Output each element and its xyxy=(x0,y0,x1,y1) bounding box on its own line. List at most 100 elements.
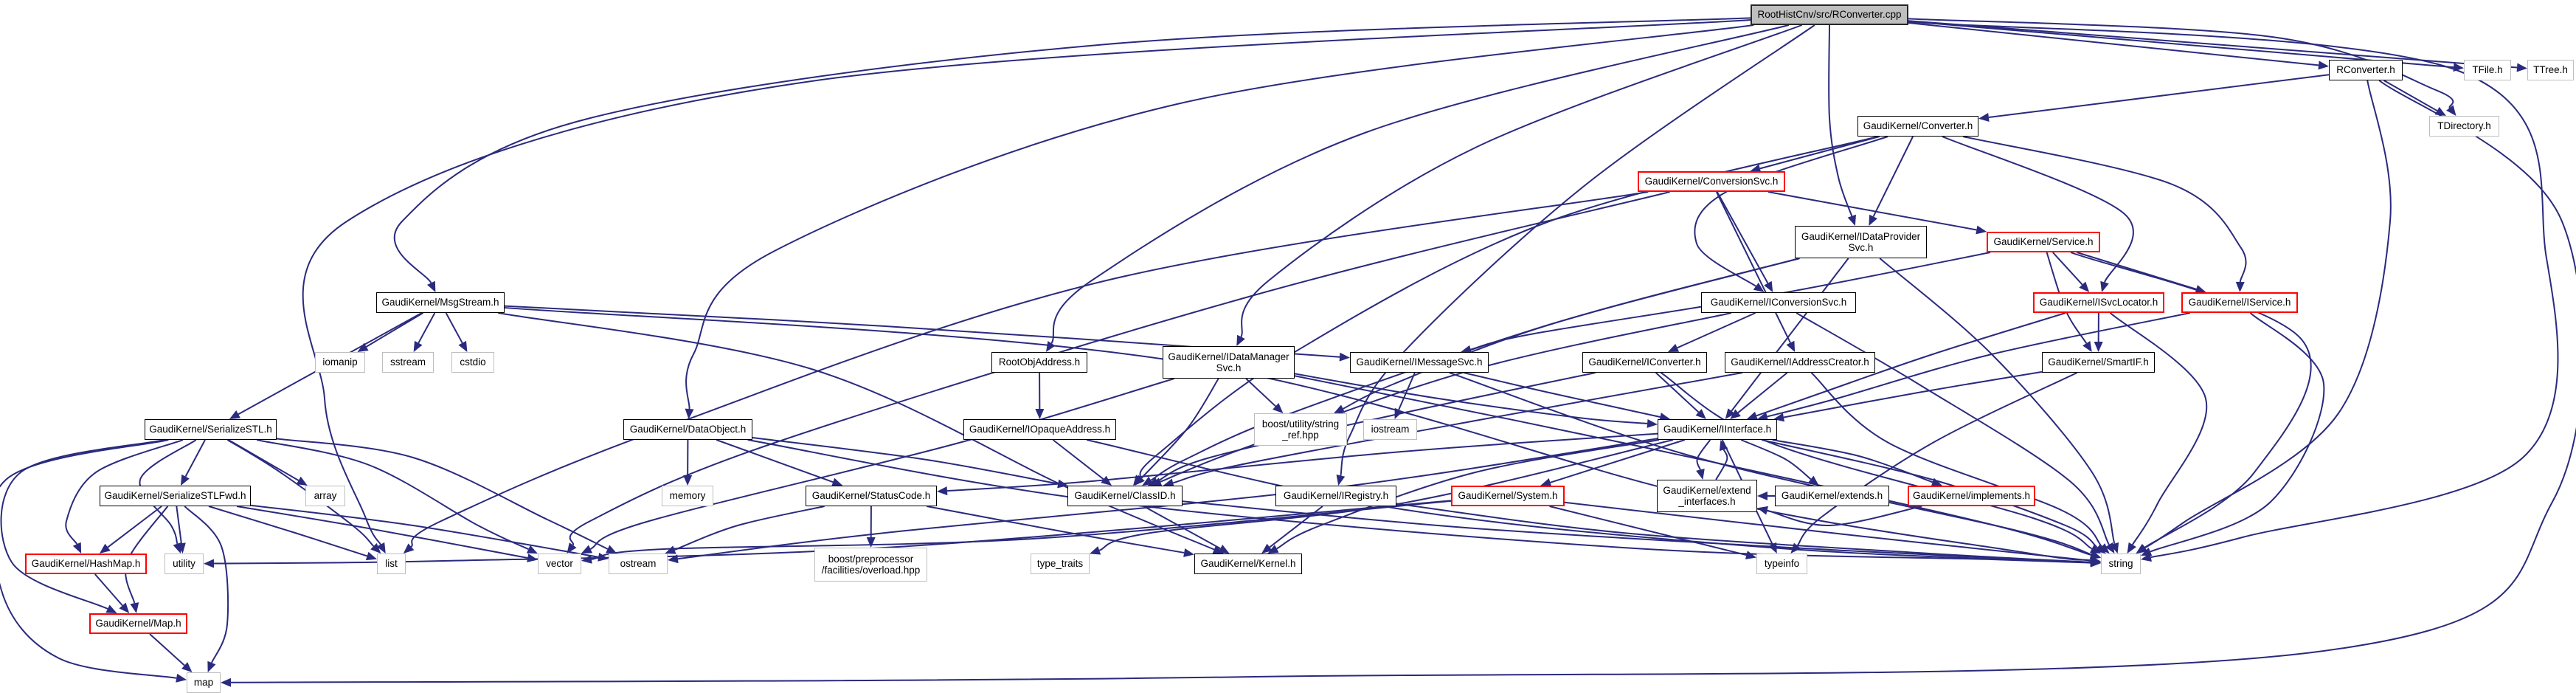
node-statuscode[interactable]: GaudiKernel/StatusCode.h xyxy=(806,486,937,506)
edge-iregistry-string xyxy=(1396,503,2091,563)
arrowhead-rootobjaddress-iopaqueaddress xyxy=(1035,408,1045,419)
arrowhead-iaddresscreator-iinterface xyxy=(1730,409,1741,419)
arrowhead-extendinterfaces-iinterface xyxy=(1719,440,1728,452)
edge-iconverter-string xyxy=(1660,372,2093,550)
node-iconverter[interactable]: GaudiKernel/IConverter.h xyxy=(1582,352,1707,373)
arrowhead-service-string xyxy=(2136,544,2147,554)
arrowhead-rconverter-converter xyxy=(1978,113,1990,122)
node-kernel[interactable]: GaudiKernel/Kernel.h xyxy=(1194,554,1302,574)
node-map: map xyxy=(187,672,221,693)
node-idatamanagersvc[interactable]: GaudiKernel/IDataManager Svc.h xyxy=(1163,346,1295,379)
arrowhead-converter-idataprovidersvc xyxy=(1869,214,1877,226)
node-hashmap[interactable]: GaudiKernel/HashMap.h xyxy=(25,554,147,574)
edge-implements-extendinterfaces xyxy=(1767,506,1922,527)
arrowhead-serializestl-vector xyxy=(526,545,538,554)
arrowhead-converter-isvclocator xyxy=(2100,280,2109,292)
node-iservice[interactable]: GaudiKernel/IService.h xyxy=(2181,292,2298,313)
node-implements[interactable]: GaudiKernel/implements.h xyxy=(1908,486,2035,506)
node-iaddresscreator[interactable]: GaudiKernel/IAddressCreator.h xyxy=(1725,352,1875,373)
edge-conversionsvc-vector xyxy=(569,191,1670,546)
edge-serializestl-ostream xyxy=(276,438,609,550)
edge-imessagesvc-string xyxy=(1449,372,2091,556)
node-extends[interactable]: GaudiKernel/extends.h xyxy=(1775,486,1889,506)
node-stringref: boost/utility/string _ref.hpp xyxy=(1254,413,1347,446)
arrowhead-conversionsvc-vector xyxy=(567,542,577,554)
node-smartif[interactable]: GaudiKernel/SmartIF.h xyxy=(2042,352,2155,373)
arrowhead-idataprovidersvc-iinterface xyxy=(1725,408,1735,419)
node-rootobjaddress[interactable]: RootObjAddress.h xyxy=(991,352,1087,373)
node-extendinterfaces[interactable]: GaudiKernel/extend _interfaces.h xyxy=(1657,480,1757,512)
node-iinterface[interactable]: GaudiKernel/IInterface.h xyxy=(1658,419,1777,440)
arrowhead-conversionsvc-service xyxy=(1976,225,1987,235)
node-isvclocator[interactable]: GaudiKernel/ISvcLocator.h xyxy=(2033,292,2164,313)
node-string: string xyxy=(2101,554,2141,574)
arrowhead-serializestlfwd-utility xyxy=(176,542,186,554)
node-idataprovidersvc[interactable]: GaudiKernel/IDataProvider Svc.h xyxy=(1795,226,1927,258)
arrowhead-serializestlfwd-map xyxy=(207,661,216,672)
arrowhead-service-smartif xyxy=(2082,340,2092,352)
arrowhead-cpp-dataobject xyxy=(685,408,694,419)
node-serializestlfwd[interactable]: GaudiKernel/SerializeSTLFwd.h xyxy=(100,486,251,506)
node-cpp: RootHistCnv/src/RConverter.cpp xyxy=(1751,4,1908,25)
arrowhead-idatamanagersvc-stringref xyxy=(1273,403,1284,413)
edge-idataprovidersvc-stringref xyxy=(1343,258,1800,410)
arrowhead-isvclocator-string xyxy=(2127,542,2136,554)
arrowhead-idataprovidersvc-stringref xyxy=(1334,404,1346,413)
arrowhead-statuscode-ostream xyxy=(665,545,676,554)
edge-dataobject-statuscode xyxy=(716,439,834,483)
edge-rconverter-map xyxy=(230,80,2576,683)
arrowhead-iconversionsvc-string xyxy=(2105,542,2115,554)
edge-cpp-dataobject xyxy=(685,24,1754,410)
edge-converter-idataprovidersvc xyxy=(1872,136,1914,217)
edge-iconversionsvc-classid xyxy=(1160,312,1732,483)
node-typetraits: type_traits xyxy=(1031,554,1090,574)
arrowhead-converter-iconversionsvc xyxy=(1753,282,1765,292)
arrowhead-cpp-idatamanagersvc xyxy=(1236,334,1245,346)
node-iopaqueaddress[interactable]: GaudiKernel/IOpaqueAddress.h xyxy=(963,419,1116,440)
edge-iaddresscreator-iinterface xyxy=(1737,372,1788,413)
arrowhead-idatamanagersvc-classid xyxy=(1134,475,1145,486)
edge-system-utility xyxy=(213,500,1452,565)
arrowhead-rconverter-tdirectory xyxy=(2434,106,2446,116)
node-utility: utility xyxy=(165,554,204,574)
edge-statuscode-ostream xyxy=(674,506,825,551)
node-rconverter[interactable]: RConverter.h xyxy=(2329,60,2403,80)
arrowhead-serializestlfwd-vector xyxy=(527,554,538,562)
node-service[interactable]: GaudiKernel/Service.h xyxy=(1987,232,2100,252)
node-iregistry[interactable]: GaudiKernel/IRegistry.h xyxy=(1275,486,1396,506)
edge-hashmap-map_h xyxy=(94,573,123,607)
arrowhead-serializestlfwd-ostream xyxy=(598,552,609,562)
edge-msgstream-cstdio xyxy=(445,312,463,344)
edge-iconversionsvc-string xyxy=(1796,312,2110,545)
edge-serializestl-serializestlfwd xyxy=(184,439,206,477)
edge-iservice-iinterface xyxy=(1767,312,2191,418)
node-conversionsvc[interactable]: GaudiKernel/ConversionSvc.h xyxy=(1638,171,1785,192)
node-iomanip: iomanip xyxy=(315,352,365,373)
edge-imessagesvc-iinterface xyxy=(1463,372,1661,418)
node-serializestl[interactable]: GaudiKernel/SerializeSTL.h xyxy=(145,419,277,440)
node-system[interactable]: GaudiKernel/System.h xyxy=(1451,486,1565,506)
arrowhead-serializestl-map_h xyxy=(105,604,117,613)
arrowhead-classid-kernel xyxy=(1218,544,1230,554)
node-tfile: TFile.h xyxy=(2464,60,2511,80)
arrowhead-cpp-tdirectory xyxy=(2446,105,2456,116)
arrowhead-iaddresscreator-string xyxy=(2099,543,2110,554)
edge-msgstream-string xyxy=(504,306,2091,562)
edge-smartif-typeinfo xyxy=(1796,372,2078,546)
node-imessagesvc[interactable]: GaudiKernel/IMessageSvc.h xyxy=(1350,352,1489,373)
arrowhead-iinterface-typetraits xyxy=(1090,546,1101,555)
node-msgstream[interactable]: GaudiKernel/MsgStream.h xyxy=(376,292,505,313)
edge-cpp-idataprovidersvc xyxy=(1828,24,1853,217)
node-iconversionsvc[interactable]: GaudiKernel/IConversionSvc.h xyxy=(1701,292,1856,313)
arrowhead-converter-iservice xyxy=(2235,281,2245,292)
node-classid[interactable]: GaudiKernel/ClassID.h xyxy=(1067,486,1183,506)
edge-serializestl-map_h xyxy=(0,439,165,610)
arrowhead-hashmap-map_h xyxy=(119,602,130,613)
arrowhead-dataobject-memory xyxy=(683,475,693,486)
edge-cpp-tdirectory xyxy=(1908,18,2454,108)
node-converter[interactable]: GaudiKernel/Converter.h xyxy=(1857,116,1978,137)
node-map_h[interactable]: GaudiKernel/Map.h xyxy=(89,613,187,634)
arrowhead-cpp-msgstream xyxy=(426,280,436,292)
node-dataobject[interactable]: GaudiKernel/DataObject.h xyxy=(623,419,752,440)
edge-serializestl-vector xyxy=(256,439,529,551)
